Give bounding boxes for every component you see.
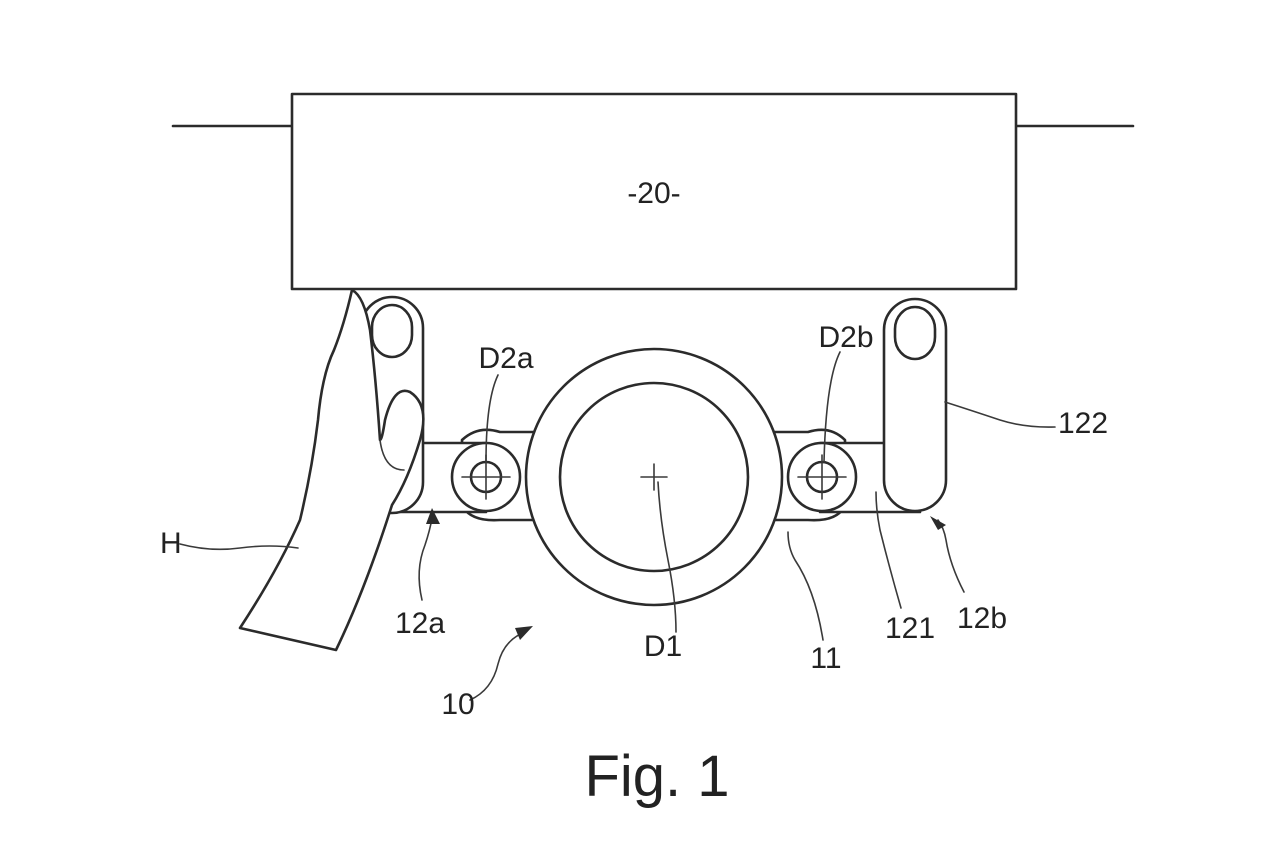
handle-grip-left-slot <box>370 303 414 359</box>
label-d1: D1 <box>644 630 682 663</box>
leader-11 <box>787 531 824 641</box>
arrowhead-10 <box>515 626 533 640</box>
label-121: 121 <box>885 612 935 645</box>
arrowhead-12b <box>930 516 946 530</box>
hand-h-fold <box>379 439 405 471</box>
leader-d1 <box>657 481 677 633</box>
leader-122 <box>944 401 1056 428</box>
label-12b: 12b <box>957 602 1007 635</box>
label-10: 10 <box>441 688 474 721</box>
leader-12b <box>937 519 965 593</box>
handle-grip-right-slot <box>893 305 937 361</box>
arrowhead-12a <box>426 508 440 524</box>
leader-12a <box>418 517 433 601</box>
leader-d2b <box>823 351 841 463</box>
label-part-20: -20- <box>627 177 680 210</box>
label-d2b: D2b <box>818 321 873 354</box>
label-122: 122 <box>1058 407 1108 440</box>
label-h: H <box>160 527 182 560</box>
label-d2a: D2a <box>478 342 533 375</box>
leader-h <box>179 543 299 551</box>
leader-121 <box>875 491 902 609</box>
part-20-box <box>290 92 1018 291</box>
hand-h <box>238 288 425 652</box>
label-11: 11 <box>810 642 841 675</box>
leader-10 <box>469 631 526 701</box>
label-12a: 12a <box>395 607 445 640</box>
figure-caption: Fig. 1 <box>584 744 729 809</box>
leader-d2a <box>485 374 499 463</box>
